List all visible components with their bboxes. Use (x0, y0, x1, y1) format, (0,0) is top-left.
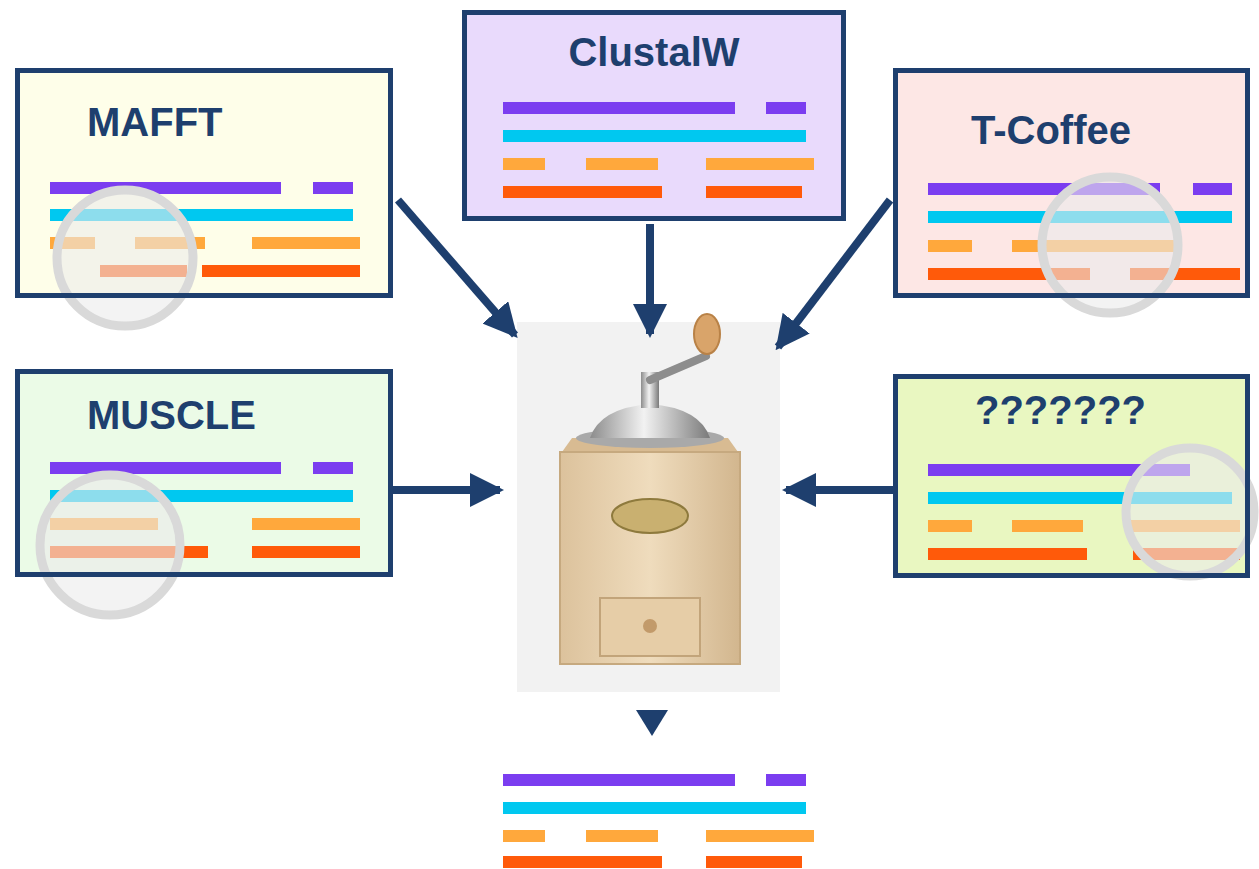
alignment-bar (766, 774, 806, 786)
grinder-crank (650, 356, 706, 380)
method-name: T-Coffee (971, 108, 1131, 152)
alignment-bar (252, 518, 360, 530)
alignment-bar (50, 462, 281, 474)
alignment-bar (706, 856, 802, 868)
alignment-bar (503, 856, 662, 868)
alignment-bar (1193, 183, 1232, 195)
method-box: T-Coffee (893, 68, 1250, 298)
alignment-bar (1012, 520, 1083, 532)
alignment-bar (928, 548, 1087, 560)
photo-ground (517, 322, 780, 692)
method-name: MUSCLE (87, 393, 256, 437)
alignment-bar (503, 158, 545, 170)
alignment-bar (706, 158, 814, 170)
alignment-bar (706, 830, 814, 842)
method-box: ??????? (893, 374, 1250, 578)
highlight-circle (40, 475, 180, 615)
alignment-bar (706, 186, 802, 198)
highlight-circle (1126, 448, 1254, 576)
method-box: MAFFT (15, 68, 393, 298)
method-name: ??????? (975, 388, 1146, 432)
method-box: ClustalW (462, 10, 846, 221)
drawer-knob (643, 619, 657, 633)
method-name: ClustalW (568, 30, 739, 74)
alignment-bar (50, 182, 281, 194)
arrow (393, 486, 500, 494)
alignment-bar (766, 102, 806, 114)
arrow (786, 486, 893, 494)
alignment-bar (503, 102, 735, 114)
arrow-head (636, 710, 668, 736)
alignment-bar (252, 546, 360, 558)
alignment-bar (313, 182, 353, 194)
grinder-bowl (590, 404, 710, 438)
grinder-body (560, 452, 740, 664)
grinder-knob (694, 314, 720, 354)
alignment-bar (503, 130, 806, 142)
alignment-bar (503, 802, 806, 814)
method-name: MAFFT (87, 100, 223, 144)
alignment-bar (586, 830, 658, 842)
alignment-bar (928, 520, 972, 532)
alignment-bar (586, 158, 658, 170)
alignment-bar (252, 237, 360, 249)
alignment-bar (928, 240, 972, 252)
arrow (778, 200, 890, 347)
grinder-drawer (600, 598, 700, 656)
highlight-circle (1042, 177, 1178, 313)
alignment-bar (503, 830, 545, 842)
method-box: MUSCLE (15, 369, 393, 577)
highlight-circle (57, 190, 193, 326)
alignment-bar (503, 186, 662, 198)
alignment-bar (503, 774, 735, 786)
arrow (646, 224, 654, 334)
alignment-bar (313, 462, 353, 474)
grinder-emblem (612, 499, 688, 533)
box-ground (462, 10, 846, 221)
alignment-bar (202, 265, 360, 277)
